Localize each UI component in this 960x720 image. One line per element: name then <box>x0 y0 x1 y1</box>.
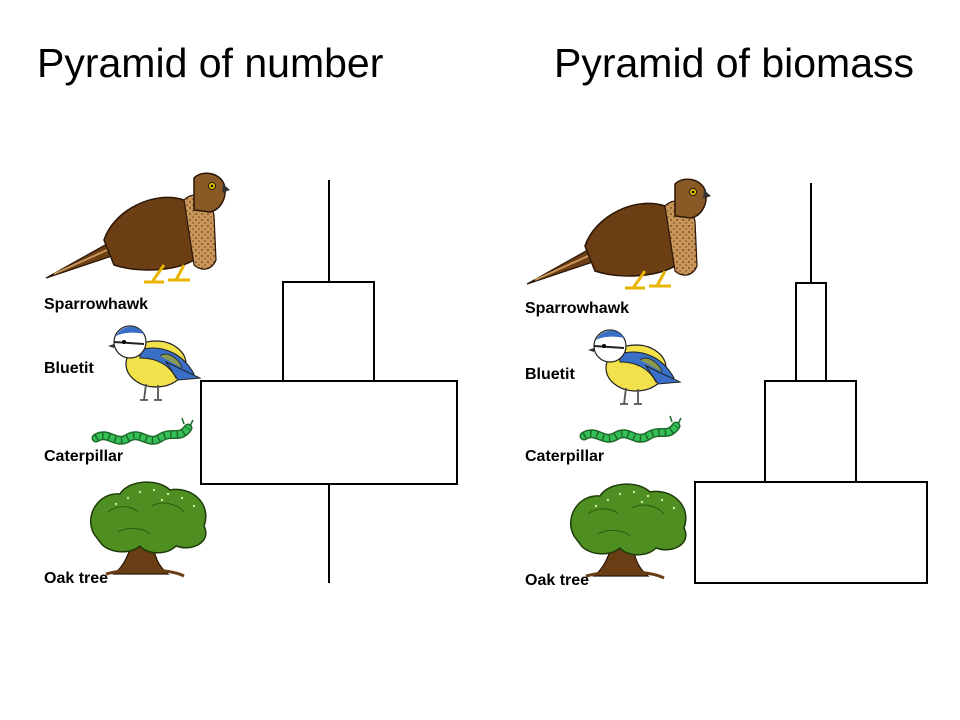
pyramid-of-number <box>200 180 458 583</box>
caterpillar-icon <box>584 416 681 438</box>
number-bar-bluetit <box>282 281 375 382</box>
biomass-bar-bluetit <box>764 380 857 483</box>
number-bar-caterpillar <box>200 380 458 485</box>
biomass-bar-caterpillar <box>694 481 928 584</box>
label-sparrowhawk-left: Sparrowhawk <box>44 296 149 313</box>
label-oak-tree-left: Oak tree <box>44 570 109 587</box>
sparrowhawk-icon <box>525 177 713 290</box>
caterpillar-icon <box>96 418 193 440</box>
sparrowhawk-icon <box>44 171 232 284</box>
label-caterpillar-right: Caterpillar <box>525 448 605 465</box>
label-bluetit-right: Bluetit <box>525 366 575 383</box>
oak-tree-icon <box>569 482 688 580</box>
oak-tree-icon <box>89 480 208 578</box>
label-sparrowhawk-right: Sparrowhawk <box>525 300 630 317</box>
label-bluetit-left: Bluetit <box>44 360 94 377</box>
biomass-bar-sparrowhawk <box>795 282 827 382</box>
label-caterpillar-left: Caterpillar <box>44 448 124 465</box>
bluetit-icon <box>587 329 681 405</box>
pyramid-of-biomass-title: Pyramid of biomass <box>554 40 915 86</box>
bluetit-icon <box>107 325 201 401</box>
pyramid-of-number-title: Pyramid of number <box>37 40 384 86</box>
pyramid-of-biomass <box>694 183 928 584</box>
label-oak-tree-right: Oak tree <box>525 572 590 589</box>
